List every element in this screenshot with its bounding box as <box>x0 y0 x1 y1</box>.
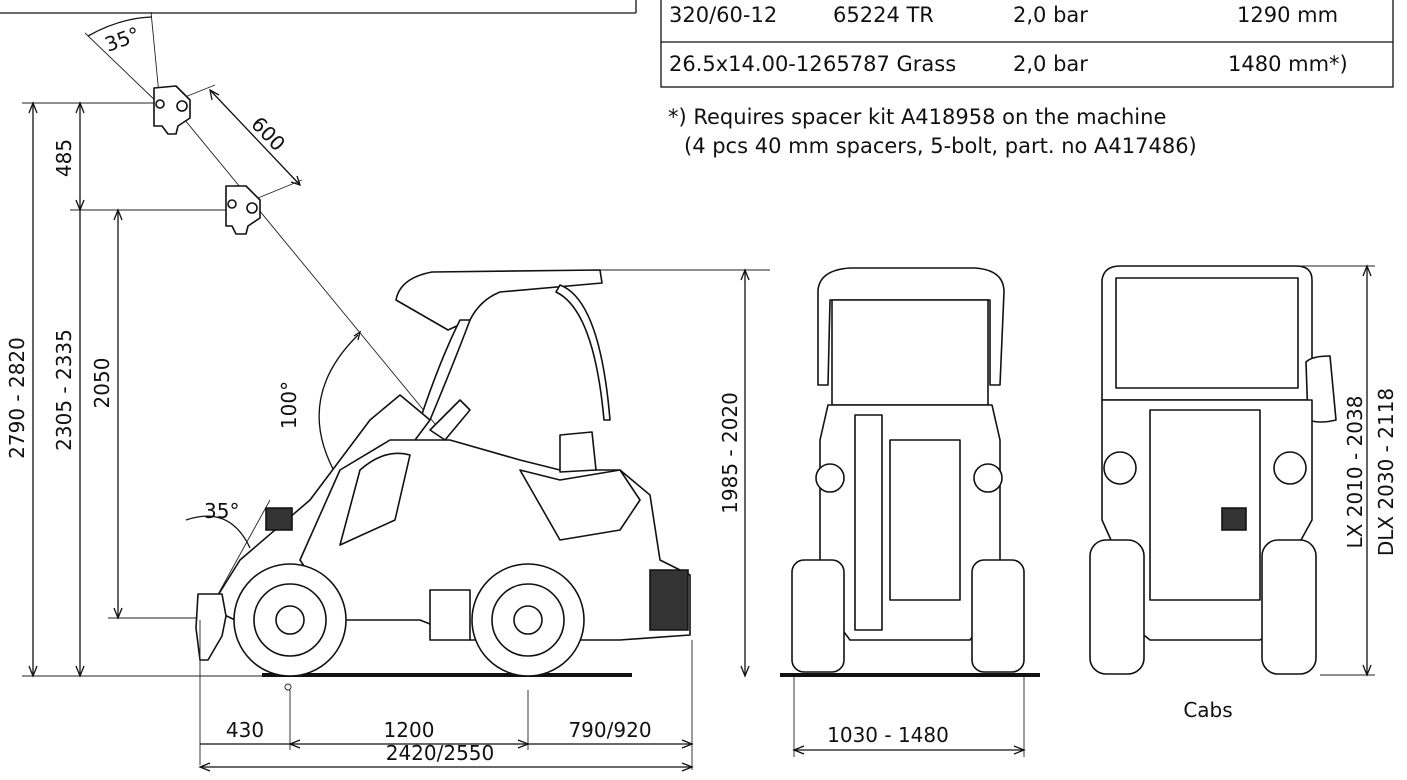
cab-view-right-wheel <box>1261 539 1317 675</box>
cab-view: LX 2010 - 2038 DLX 2030 - 2118 Cabs <box>1089 264 1398 722</box>
cab-view-left-wheel <box>1089 539 1145 675</box>
front-wheel <box>233 563 347 677</box>
dim-front-width: 1030 - 1480 <box>792 723 1026 755</box>
dim-600-label: 600 <box>246 112 290 156</box>
footnote-line-2: (4 pcs 40 mm spacers, 5-bolt, part. no A… <box>684 134 1197 158</box>
dim-2050: 2050 <box>90 208 123 620</box>
dim-lx-label: LX 2010 - 2038 <box>1343 396 1367 549</box>
dim-length: 2420/2550 <box>198 741 694 772</box>
loader-body <box>195 269 691 661</box>
tire-pressure: 2,0 bar <box>1013 52 1088 76</box>
dim-length-label: 2420/2550 <box>386 741 495 765</box>
angle-top: 35° <box>84 11 161 106</box>
footnote: *) Requires spacer kit A418958 on the ma… <box>668 105 1197 158</box>
dim-790-920-label: 790/920 <box>568 718 651 742</box>
mirror <box>1305 355 1337 423</box>
angle-bottom-label: 35° <box>204 499 239 523</box>
dim-cab-height: 1985 - 2020 <box>718 268 750 678</box>
dim-cab-height-label: 1985 - 2020 <box>718 392 742 514</box>
dim-430: 430 <box>200 718 290 745</box>
dim-dlx-label: DLX 2030 - 2118 <box>1374 388 1398 556</box>
front-view-right-wheel <box>971 559 1025 673</box>
dim-pin-height-label: 2305 - 2335 <box>52 329 76 451</box>
tire-width: 1290 mm <box>1237 3 1338 27</box>
dim-2050-label: 2050 <box>90 358 114 409</box>
dim-cab-view-height: LX 2010 - 2038 DLX 2030 - 2118 <box>1343 264 1398 677</box>
dim-790-920: 790/920 <box>528 718 694 749</box>
dim-485-label: 485 <box>52 139 76 177</box>
dim-total-height: 2790 - 2820 <box>5 101 38 678</box>
angle-top-label: 35° <box>102 22 144 57</box>
rear-wheel <box>471 563 585 677</box>
dim-total-height-label: 2790 - 2820 <box>5 337 29 459</box>
cab-caption: Cabs <box>1183 698 1232 722</box>
tire-pattern: 65224 TR <box>833 3 934 27</box>
tires-table: 320/60-12 65224 TR 2,0 bar 1290 mm 26.5x… <box>660 0 1394 88</box>
side-view: 2790 - 2820 485 2305 - 2335 2050 1985 - … <box>5 11 770 772</box>
dim-pin-height: 2305 - 2335 <box>52 210 85 678</box>
front-view-left-wheel <box>791 559 845 673</box>
table-row: 26.5x14.00-12 65787 Grass 2,0 bar 1480 m… <box>669 52 1348 76</box>
dim-430-label: 430 <box>226 718 264 742</box>
angle-100: 100° <box>277 330 362 481</box>
attachment-plate-top <box>153 85 191 135</box>
footnote-line-1: *) Requires spacer kit A418958 on the ma… <box>668 105 1166 129</box>
dim-front-width-label: 1030 - 1480 <box>827 723 949 747</box>
attachment-plate-mid <box>225 185 261 235</box>
tire-pattern: 65787 Grass <box>823 52 956 76</box>
top-left-frame <box>0 0 637 14</box>
ground-marker <box>284 683 292 691</box>
table-row: 320/60-12 65224 TR 2,0 bar 1290 mm <box>669 3 1338 27</box>
tire-size: 26.5x14.00-12 <box>669 52 823 76</box>
tire-width: 1480 mm*) <box>1228 52 1348 76</box>
front-view: 1030 - 1480 <box>780 267 1040 757</box>
tire-pressure: 2,0 bar <box>1013 3 1088 27</box>
angle-100-label: 100° <box>277 381 301 429</box>
tire-size: 320/60-12 <box>669 3 777 27</box>
dim-1200-label: 1200 <box>384 718 435 742</box>
dim-485: 485 <box>52 101 85 212</box>
dim-1200: 1200 <box>288 718 530 749</box>
